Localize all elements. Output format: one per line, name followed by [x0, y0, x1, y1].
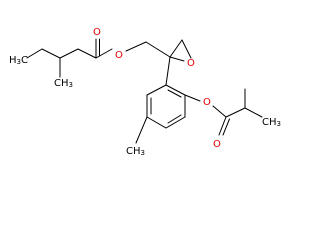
bonds-ring-methyl [135, 116, 148, 144]
bond [222, 118, 230, 136]
bond [167, 89, 182, 98]
methyl-subscript: 3 [277, 120, 281, 128]
bond [95, 48, 113, 59]
bond [169, 56, 185, 62]
methyl-ch: CH [54, 78, 69, 89]
methyl-subscript: 3 [17, 58, 21, 66]
bonds-ring-link [165, 56, 171, 86]
bonds-left-ester [26, 38, 171, 78]
methyl-label: CH3 [126, 146, 145, 157]
methyl-label: CH3 [54, 78, 73, 89]
bond [41, 48, 61, 59]
bond [135, 116, 148, 144]
oxygen-label: O [115, 50, 123, 61]
methyl-c: C [21, 55, 28, 66]
bond [77, 48, 97, 59]
atom-labels: O O O O O H3C CH3 CH3 CH3 [9, 27, 281, 157]
chemical-structure: O O O O O H3C CH3 CH3 CH3 [9, 27, 281, 157]
bonds-right-ester [184, 88, 263, 136]
methyl-h: H [9, 55, 17, 66]
bond [225, 107, 246, 118]
bond [146, 116, 167, 129]
methyl-ch: CH [126, 146, 141, 157]
methyl-ch: CH [262, 117, 277, 128]
bond [167, 114, 182, 124]
bond [165, 56, 171, 86]
bond [165, 84, 186, 96]
bond [218, 116, 227, 136]
oxygen-label: O [213, 139, 221, 150]
oxygen-label: O [93, 27, 101, 38]
bonds-aromatic-ring [146, 84, 186, 129]
methyl-subscript: 3 [69, 81, 73, 89]
methyl-label: CH3 [262, 117, 281, 128]
bond [145, 41, 171, 58]
bond [146, 84, 167, 96]
bond [165, 116, 186, 129]
bond [59, 48, 79, 59]
bond [181, 39, 192, 59]
bond [169, 39, 183, 58]
bond [125, 41, 147, 52]
bond [212, 105, 227, 118]
oxygen-label: O [187, 58, 195, 69]
methyl-label: H3C [9, 55, 28, 66]
bond [184, 94, 201, 102]
oxygen-label: O [203, 97, 211, 108]
bond [26, 48, 43, 59]
bond [244, 107, 263, 118]
bonds-epoxide [169, 39, 192, 62]
methyl-subscript: 3 [141, 149, 145, 157]
